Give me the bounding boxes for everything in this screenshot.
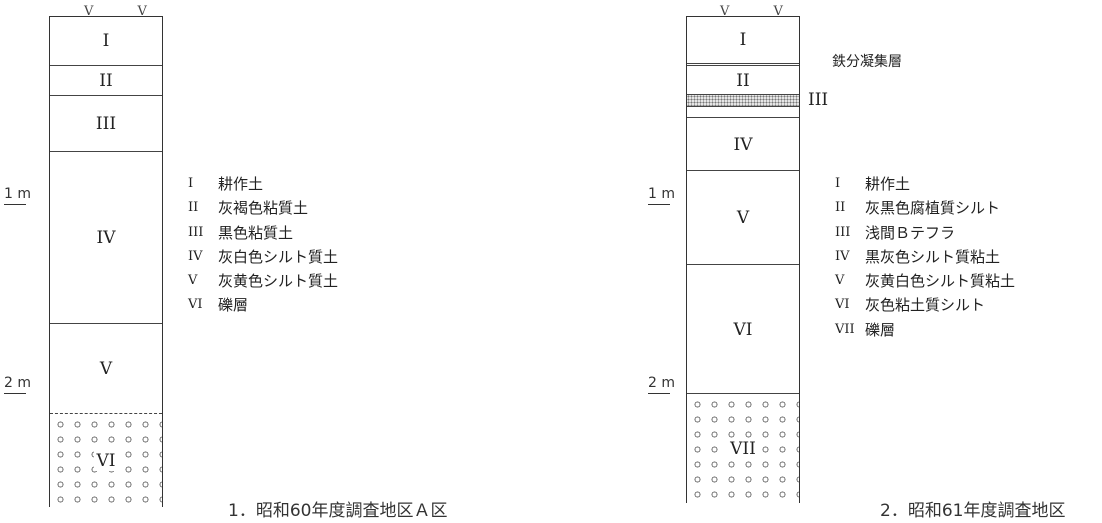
- scale-2m: 2 m: [4, 375, 31, 394]
- layer-6: VI: [687, 264, 799, 394]
- legend-text: 灰白色シルト質土: [218, 247, 339, 266]
- scale-tick: [648, 204, 670, 205]
- layer-label: I: [739, 30, 747, 50]
- legend-row: VI 灰色粘土質シルト: [835, 293, 1015, 317]
- legend-text: 灰黄色シルト質土: [218, 272, 339, 291]
- legend-row: V 灰黄色シルト質土: [188, 269, 338, 293]
- scale-label: 2 m: [4, 375, 31, 391]
- legend-key: I: [188, 176, 194, 191]
- layer-5: V: [50, 323, 162, 414]
- scale-label: 1 m: [648, 186, 675, 202]
- layer-label: IV: [733, 134, 753, 155]
- scale-tick: [4, 393, 26, 394]
- legend-key: I: [835, 176, 841, 191]
- layer-6-gravel: VI: [50, 413, 162, 508]
- legend-key: V: [188, 273, 198, 289]
- layer-3-label: III: [808, 90, 829, 110]
- layer-label: VI: [93, 451, 119, 471]
- legend-row: II 灰黒色腐植質シルト: [835, 196, 1015, 220]
- layer-1: I: [687, 17, 799, 63]
- legend-key: VI: [835, 297, 850, 313]
- layer-label: I: [102, 31, 110, 51]
- legend-row: I 耕作土: [835, 172, 1015, 196]
- legend-row: V 灰黄白色シルト質粘土: [835, 269, 1015, 293]
- layer-label: VI: [733, 319, 753, 340]
- layer-2: II: [50, 65, 162, 96]
- layer-4: IV: [687, 117, 799, 171]
- legend-text: 灰色粘土質シルト: [865, 296, 986, 315]
- legend-row: VII 礫層: [835, 318, 1015, 342]
- legend-key: II: [188, 200, 199, 216]
- legend-row: IV 灰白色シルト質土: [188, 245, 338, 269]
- legend-text: 灰褐色粘質土: [218, 199, 309, 218]
- layer-3: III: [50, 95, 162, 152]
- iron-layer-note: 鉄分凝集層: [832, 54, 902, 70]
- layer-label: V: [99, 359, 113, 379]
- legend-row: VI 礫層: [188, 293, 338, 317]
- layer-7-gravel: VII: [687, 393, 799, 504]
- legend-key: III: [835, 224, 851, 240]
- legend-key: III: [188, 224, 204, 240]
- legend-row: IV 黒灰色シルト質粘土: [835, 245, 1015, 269]
- soil-column-1: I II III IV V VI: [49, 16, 163, 508]
- scale-1m: 1 m: [648, 186, 675, 205]
- legend-key: V: [835, 273, 845, 289]
- scale-1m: 1 m: [4, 186, 31, 205]
- legend-1: I 耕作土 II 灰褐色粘質土 III 黒色粘質土 IV 灰白色シルト質土 V 灰黄色シル…: [188, 172, 338, 318]
- legend-key: II: [835, 200, 846, 216]
- legend-2: I 耕作土 II 灰黒色腐植質シルト III 浅間Ｂテフラ IV 黒灰色シルト質粘土 V…: [835, 172, 1015, 342]
- legend-row: II 灰褐色粘質土: [188, 196, 338, 220]
- scale-tick: [4, 204, 26, 205]
- legend-row: III 黒色粘質土: [188, 221, 338, 245]
- layer-5: V: [687, 170, 799, 265]
- legend-text: 黒灰色シルト質粘土: [865, 247, 1001, 266]
- top-mark: V V: [84, 4, 167, 19]
- soil-column-2: I II IV V VI VII: [686, 16, 800, 504]
- layer-label: IV: [96, 228, 116, 248]
- layer-label: II: [99, 71, 113, 91]
- legend-row: I 耕作土: [188, 172, 338, 196]
- top-mark: V V: [720, 4, 803, 19]
- caption-1: 1．昭和60年度調査地区Ａ区: [228, 501, 448, 521]
- scale-2m: 2 m: [648, 375, 675, 394]
- legend-row: III 浅間Ｂテフラ: [835, 221, 1015, 245]
- layer-label: III: [95, 114, 117, 134]
- legend-text: 耕作土: [865, 175, 911, 193]
- legend-key: VII: [835, 321, 855, 337]
- legend-text: 礫層: [218, 296, 249, 315]
- layer-label: V: [736, 208, 750, 228]
- scale-label: 2 m: [648, 375, 675, 391]
- legend-key: IV: [835, 248, 850, 264]
- scale-label: 1 m: [4, 186, 31, 202]
- layer-2: II: [687, 63, 799, 96]
- layer-label: II: [736, 71, 750, 91]
- layer-3-tephra: [687, 94, 799, 107]
- legend-text: 礫層: [865, 320, 896, 339]
- legend-key: IV: [188, 248, 203, 264]
- legend-text: 浅間Ｂテフラ: [865, 223, 956, 242]
- legend-text: 耕作土: [218, 175, 264, 193]
- caption-2: 2．昭和61年度調査地区: [880, 501, 1066, 521]
- legend-key: VI: [188, 297, 203, 313]
- layer-1: I: [50, 17, 162, 65]
- layer-4: IV: [50, 151, 162, 324]
- layer-label: VII: [727, 439, 759, 459]
- scale-tick: [648, 393, 670, 394]
- legend-text: 灰黄白色シルト質粘土: [865, 272, 1016, 291]
- legend-text: 黒色粘質土: [218, 223, 294, 242]
- legend-text: 灰黒色腐植質シルト: [865, 199, 1001, 218]
